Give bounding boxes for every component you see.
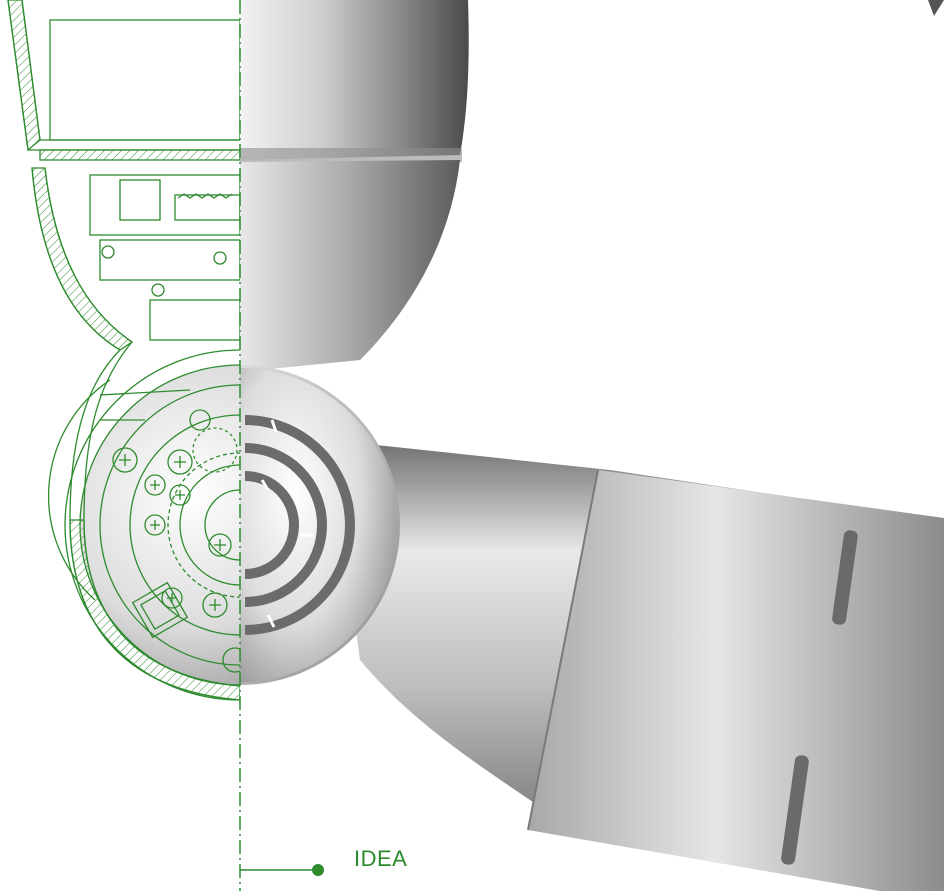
cross-section-drawing: [7, 0, 240, 701]
idea-label: IDEA: [354, 846, 408, 871]
corner-mark-icon: [928, 0, 944, 16]
rendered-joint: [80, 0, 944, 891]
idea-dot-icon: [312, 864, 324, 876]
idea-leader: [240, 864, 324, 876]
